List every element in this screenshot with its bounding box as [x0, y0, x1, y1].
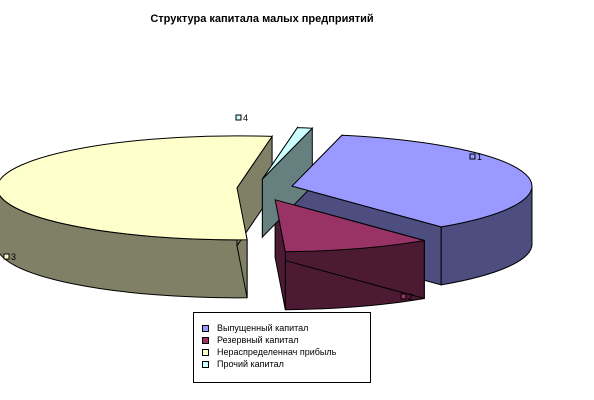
- legend-swatch: [202, 360, 209, 368]
- legend-item: Выпущенный капитал: [202, 322, 370, 334]
- legend-item: Резервный капитал: [202, 334, 370, 346]
- slice-label-swatch: [3, 253, 10, 260]
- pie-slice: [0, 135, 274, 241]
- slice-label-swatch: [469, 153, 476, 160]
- chart-legend: Выпущенный капитал Резервный капитал Нер…: [193, 312, 371, 383]
- legend-label: Нераспределеннач прибыль: [217, 347, 337, 357]
- legend-label: Выпущенный капитал: [217, 323, 309, 333]
- legend-label: Прочий капитал: [217, 359, 284, 369]
- legend-swatch: [202, 336, 209, 344]
- chart-title: Структура капитала малых предприятий: [150, 13, 374, 25]
- slice-label: 2: [408, 292, 413, 302]
- pie-slice: [274, 199, 425, 253]
- legend-item: Нераспределеннач прибыль: [202, 346, 370, 358]
- legend-label: Резервный капитал: [217, 335, 299, 345]
- slice-label: 1: [477, 152, 482, 162]
- pie-slice: [261, 127, 314, 180]
- legend-item: Прочий капитал: [202, 358, 370, 370]
- legend-swatch: [202, 348, 209, 356]
- slice-label-swatch: [400, 293, 407, 300]
- slice-label: 3: [11, 252, 16, 262]
- slice-label: 4: [243, 113, 248, 123]
- legend-swatch: [202, 324, 209, 332]
- slice-label-swatch: [235, 114, 242, 121]
